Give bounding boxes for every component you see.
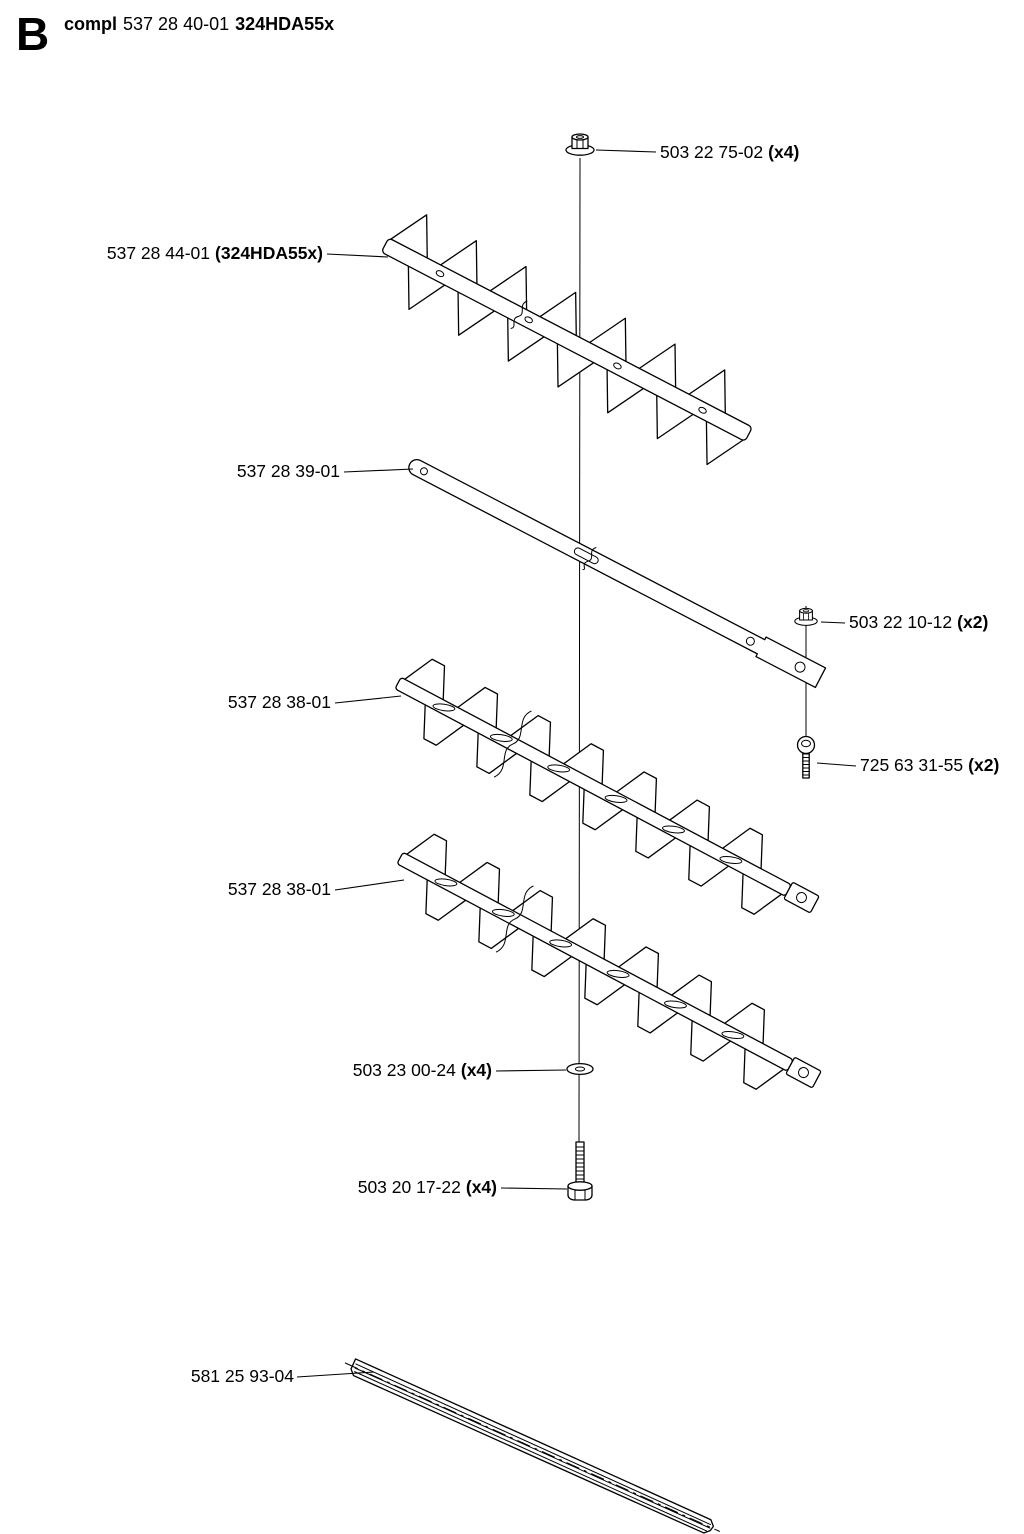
leader-bolt — [500, 1187, 568, 1190]
support-bar-drawing — [408, 459, 827, 689]
label-guide-bar: 581 25 93-04 — [191, 1366, 294, 1386]
lock-nut-drawing — [794, 607, 818, 626]
bolt-threads — [576, 1146, 584, 1180]
guard-blade-bar — [382, 238, 752, 441]
guard-blade-hole — [524, 316, 533, 324]
label-cutter-blade-1: 537 28 38-01 — [228, 692, 331, 712]
flange-nut-drawing — [565, 133, 595, 156]
label-cutter-blade-2: 537 28 38-01 — [228, 879, 331, 899]
label-lock-nut: 503 22 10-12(x2) — [849, 612, 988, 632]
screw-drawing — [796, 735, 816, 779]
guard-blade-hole — [613, 362, 622, 370]
leader-flange-nut — [595, 149, 657, 153]
bolt-head-top — [567, 1181, 593, 1191]
leader-guide-bar — [296, 1371, 375, 1378]
guard-blade-top-teeth — [389, 214, 726, 415]
center-axis-line — [578, 157, 581, 1143]
washer-drawing — [566, 1062, 594, 1076]
section-letter: B — [16, 8, 49, 60]
label-screw: 725 63 31-55(x2) — [860, 755, 999, 775]
label-washer: 503 23 00-24(x4) — [353, 1060, 492, 1080]
guard-blade-drawing — [382, 214, 752, 466]
support-bar-slot — [573, 547, 599, 565]
bolt-head-facets — [574, 1189, 586, 1200]
break-mark — [582, 546, 597, 571]
screw-head-detail — [801, 739, 811, 748]
guard-blade-hole — [435, 270, 445, 278]
leader-lock-nut — [820, 621, 846, 624]
leader-cutter-blade-2 — [334, 879, 405, 891]
leader-screw — [816, 762, 857, 767]
support-bar-hole — [745, 636, 755, 646]
leader-washer — [495, 1069, 567, 1072]
leader-guard-blade — [326, 253, 389, 258]
washer-hole — [574, 1066, 586, 1072]
guide-bar-ridges — [354, 1363, 712, 1532]
leader-cutter-blade-1 — [334, 695, 402, 704]
support-bar-hole — [419, 467, 428, 476]
leader-support-bar — [343, 468, 414, 473]
guard-blade-hole — [698, 406, 707, 414]
break-mark — [510, 300, 528, 329]
guide-bar-body — [350, 1358, 715, 1534]
label-guard-blade: 537 28 44-01(324HDA55x) — [107, 243, 323, 263]
label-support-bar: 537 28 39-01 — [237, 461, 340, 481]
bolt-drawing — [567, 1141, 593, 1201]
label-flange-nut: 503 22 75-02(x4) — [660, 142, 799, 162]
screw-threads — [802, 753, 810, 776]
guard-blade-bottom-teeth — [407, 264, 745, 466]
support-bar-hole — [794, 661, 806, 673]
support-bar-body — [408, 459, 827, 689]
label-bolt: 503 20 17-22(x4) — [358, 1177, 497, 1197]
guide-bar-drawing — [344, 1358, 721, 1534]
